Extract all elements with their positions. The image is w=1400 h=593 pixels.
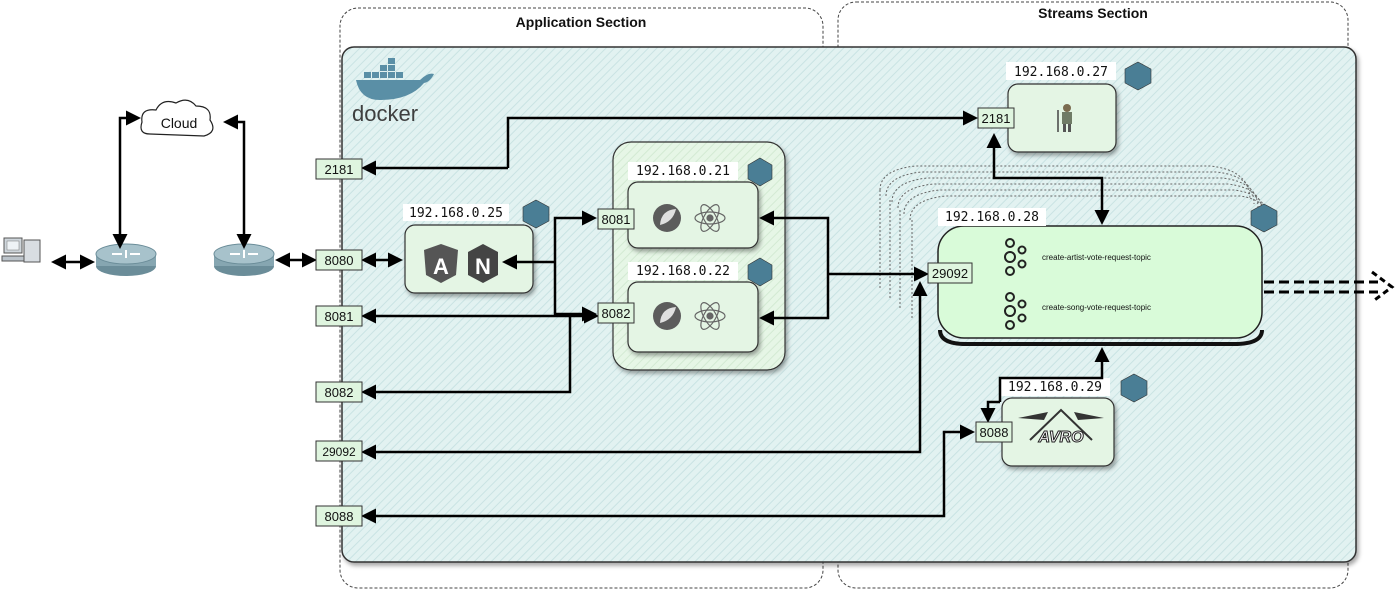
schema-registry-node-ip: 192.168.0.29	[1008, 380, 1102, 395]
service-port-8082: 8082	[597, 302, 635, 324]
kafka-port-29092-label: 29092	[932, 266, 968, 281]
zookeeper-port-2181: 2181	[977, 107, 1015, 129]
nginx-icon-label: N	[475, 254, 491, 279]
kafka-icon	[1004, 292, 1027, 330]
service-node-2-ip: 192.168.0.22	[636, 264, 730, 279]
service-node-2: 192.168.0.22	[627, 257, 773, 353]
host-port-8081: 8081	[315, 305, 363, 327]
computer-icon	[1, 237, 41, 263]
router-icon	[95, 243, 157, 276]
node-hexagon-icon	[1120, 373, 1148, 403]
kafka-broker-card	[937, 225, 1263, 339]
node-hexagon-icon	[522, 199, 550, 229]
zookeeper-node-ip: 192.168.0.27	[1014, 65, 1108, 80]
host-port-29092: 29092	[315, 440, 363, 462]
application-section-title: Application Section	[516, 14, 647, 30]
host-port-8082: 8082	[315, 381, 363, 403]
atom-icon	[694, 204, 726, 232]
service-port-8081: 8081	[597, 208, 635, 230]
schema-registry-port-8088-label: 8088	[980, 425, 1009, 440]
web-node-ip: 192.168.0.25	[409, 206, 503, 221]
schema-registry-node: 192.168.0.29 AVRO	[1000, 373, 1148, 467]
service-node-1-ip: 192.168.0.21	[636, 164, 730, 179]
node-hexagon-icon	[1250, 203, 1278, 233]
host-port-8081-label: 8081	[325, 309, 354, 324]
angular-icon-label: A	[433, 254, 449, 279]
host-port-8082-label: 8082	[325, 385, 354, 400]
host-port-29092-label: 29092	[322, 445, 356, 459]
zookeeper-port-2181-label: 2181	[982, 111, 1011, 126]
spring-icon	[653, 302, 681, 330]
avro-icon: AVRO	[1018, 408, 1104, 447]
host-port-2181-label: 2181	[325, 162, 354, 177]
spring-icon	[653, 204, 681, 232]
angular-icon: A	[424, 244, 458, 283]
avro-icon-label: AVRO	[1037, 429, 1084, 446]
host-port-8080: 8080	[315, 249, 363, 271]
kafka-topic-2: create-song-vote-request-topic	[1042, 303, 1151, 312]
service-node-1: 192.168.0.21	[627, 157, 773, 249]
node-hexagon-icon	[747, 157, 773, 187]
kafka-topic-1: create-artist-vote-request-topic	[1042, 253, 1151, 262]
kafka-port-29092: 29092	[927, 262, 973, 284]
cloud-icon: Cloud	[140, 99, 214, 137]
cloud-label: Cloud	[161, 115, 198, 131]
internal-links	[361, 110, 1110, 524]
network-links	[51, 110, 317, 270]
nginx-icon: N	[468, 244, 498, 283]
zookeeper-icon	[1057, 104, 1072, 132]
service-port-8082-label: 8082	[602, 306, 631, 321]
service-port-8081-label: 8081	[602, 212, 631, 227]
kafka-icon	[1004, 238, 1027, 276]
streams-section-title: Streams Section	[1038, 5, 1148, 21]
node-hexagon-icon	[1124, 61, 1152, 91]
host-port-2181: 2181	[315, 158, 363, 180]
web-node: 192.168.0.25 A N	[403, 199, 550, 294]
docker-icon: docker	[352, 58, 434, 126]
router-icon	[213, 243, 275, 276]
kafka-node-ip: 192.168.0.28	[945, 210, 1039, 225]
host-port-8088-label: 8088	[325, 509, 354, 524]
schema-registry-port-8088: 8088	[975, 421, 1013, 443]
docker-label: docker	[352, 101, 418, 126]
host-port-8080-label: 8080	[325, 253, 354, 268]
outbound-stream-arrow	[1264, 270, 1395, 304]
host-port-8088: 8088	[315, 505, 363, 527]
